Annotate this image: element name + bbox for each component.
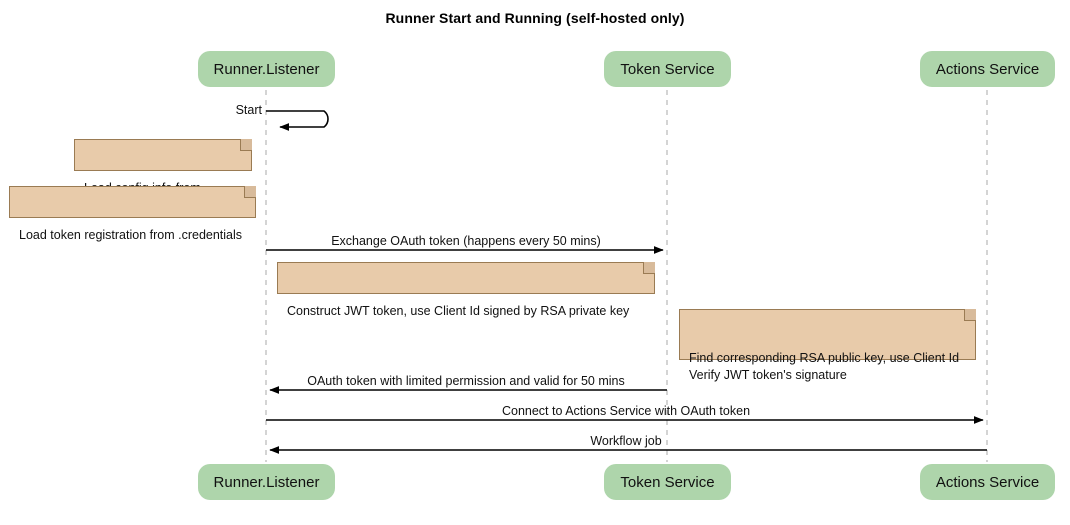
note-fold-corner-icon [244,186,256,198]
participant-foot-actions[interactable]: Actions Service [920,464,1055,500]
participant-foot-runner[interactable]: Runner.Listener [198,464,335,500]
lifelines [265,90,988,462]
note-fold-corner-icon [240,139,252,151]
participant-foot-label-token: Token Service [620,473,715,491]
message-label-start: Start [235,103,262,117]
participant-head-token[interactable]: Token Service [604,51,731,87]
message-label-exchange-oauth-token: Exchange OAuth token (happens every 50 m… [331,234,601,248]
note-verify-jwt: Find corresponding RSA public key, use C… [679,309,976,382]
message-label-workflow-job: Workflow job [590,434,662,448]
diagram-title: Runner Start and Running (self-hosted on… [385,10,685,26]
note-fold-corner-icon [643,262,655,274]
message-arrow-start [266,110,329,131]
participant-label-actions: Actions Service [935,60,1040,78]
participant-foot-label-runner: Runner.Listener [213,473,320,491]
participant-label-runner: Runner.Listener [213,60,320,78]
note-text-load-token-registration: Load token registration from .credential… [19,228,243,242]
note-load-config: Load config info from .runner [74,139,252,212]
note-fold-corner-icon [964,309,976,321]
participant-head-actions[interactable]: Actions Service [920,51,1055,87]
participant-head-runner[interactable]: Runner.Listener [198,51,335,87]
message-label-oauth-token-reply: OAuth token with limited permission and … [307,374,625,388]
message-label-connect-actions-service: Connect to Actions Service with OAuth to… [501,404,751,418]
participant-foot-label-actions: Actions Service [935,473,1040,491]
participant-label-token: Token Service [620,60,715,78]
note-text-construct-jwt: Construct JWT token, use Client Id signe… [287,304,630,318]
note-text-verify-jwt: Find corresponding RSA public key, use C… [689,351,960,382]
note-construct-jwt: Construct JWT token, use Client Id signe… [277,262,655,318]
participant-foot-token[interactable]: Token Service [604,464,731,500]
note-load-token-registration: Load token registration from .credential… [9,186,256,242]
